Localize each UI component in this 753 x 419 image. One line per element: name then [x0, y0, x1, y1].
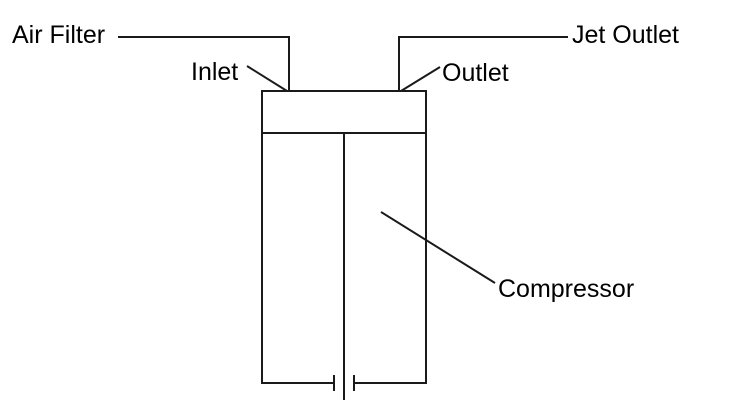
outlet-pipe — [398, 36, 568, 91]
outlet-pointer — [400, 66, 441, 92]
compressor-pointer — [380, 211, 496, 284]
jet-outlet-label: Jet Outlet — [572, 21, 679, 49]
inlet-pipe — [118, 36, 290, 91]
inlet-label: Inlet — [191, 58, 239, 86]
air-filter-label: Air Filter — [12, 21, 106, 49]
outlet-label: Outlet — [442, 59, 509, 87]
inlet-pointer — [246, 65, 288, 92]
compressor-label: Compressor — [498, 275, 635, 303]
